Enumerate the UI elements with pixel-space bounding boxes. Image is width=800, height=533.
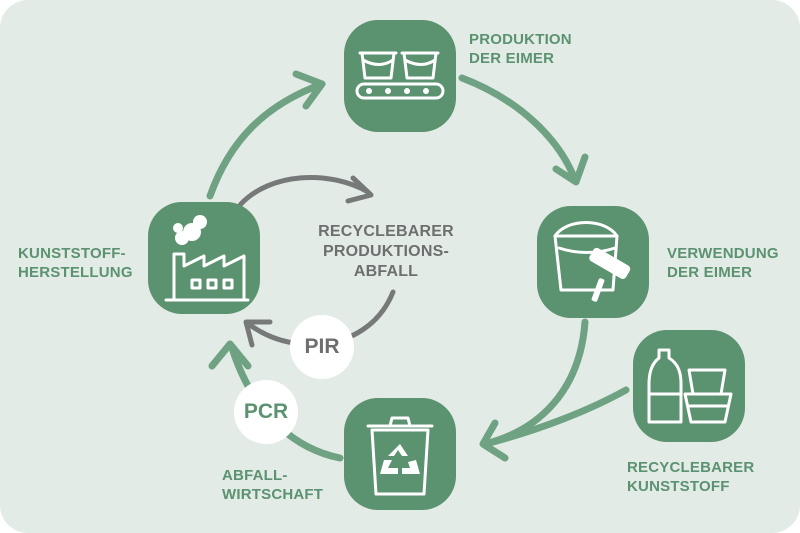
pcr-badge-text: PCR xyxy=(243,400,289,423)
pcr-badge: PCR xyxy=(234,380,298,444)
label-recyclable-plastic-line1: RECYCLEBARER xyxy=(627,459,755,476)
arrow-factory-to-production xyxy=(206,80,326,200)
label-plastic-production-line1: KUNSTSTOFF- xyxy=(18,245,126,262)
center-label-line1: RECYCLEBARER xyxy=(318,223,454,240)
label-plastic-production: KUNSTSTOFF- HERSTELLUNG xyxy=(18,244,133,282)
arrowhead-production-to-usage xyxy=(552,153,589,186)
label-usage-line1: VERWENDUNG xyxy=(667,245,779,262)
plastic-containers-icon xyxy=(647,348,733,424)
arrow-production-to-usage xyxy=(458,74,579,184)
arrowhead-factory-to-production xyxy=(292,70,326,110)
paint-bucket-roller-icon xyxy=(553,221,631,302)
factory-icon xyxy=(164,215,250,302)
buckets-on-conveyor-icon xyxy=(355,51,445,100)
node-plastic-production xyxy=(148,202,260,314)
pir-badge-text: PIR xyxy=(304,335,340,358)
label-waste-management: ABFALL- WIRTSCHAFT xyxy=(222,466,323,504)
center-label-line3: ABFALL xyxy=(353,263,419,280)
label-production: PRODUKTION DER EIMER xyxy=(469,30,572,68)
arrowhead-pir-loop-top xyxy=(345,175,374,204)
label-waste-management-line2: WIRTSCHAFT xyxy=(222,486,324,503)
recycling-bin-icon xyxy=(366,416,434,496)
label-recyclable-plastic-line2: KUNSTSTOFF xyxy=(627,478,730,495)
arrow-plastic-to-bin xyxy=(481,386,630,448)
node-recyclable-plastic xyxy=(633,330,745,442)
label-usage-line2: DER EIMER xyxy=(667,264,753,281)
node-production xyxy=(344,20,456,132)
pir-badge: PIR xyxy=(290,315,354,379)
center-label: RECYCLEBARER PRODUKTIONS- ABFALL xyxy=(300,222,472,282)
arrowhead-to-bin xyxy=(479,419,509,462)
center-label-line2: PRODUKTIONS- xyxy=(323,243,449,260)
label-waste-management-line1: ABFALL- xyxy=(222,467,288,484)
label-recyclable-plastic: RECYCLEBARER KUNSTSTOFF xyxy=(627,458,754,496)
arrowhead-bin-to-factory xyxy=(208,340,252,370)
arrowhead-pir-loop-bottom xyxy=(243,319,273,348)
node-usage xyxy=(537,206,649,318)
arrow-pir-loop-top xyxy=(237,175,371,208)
label-usage: VERWENDUNG DER EIMER xyxy=(667,244,779,282)
label-production-line2: DER EIMER xyxy=(469,50,555,67)
node-waste-management xyxy=(344,398,456,510)
label-plastic-production-line2: HERSTELLUNG xyxy=(18,264,133,281)
label-production-line1: PRODUKTION xyxy=(469,31,572,48)
